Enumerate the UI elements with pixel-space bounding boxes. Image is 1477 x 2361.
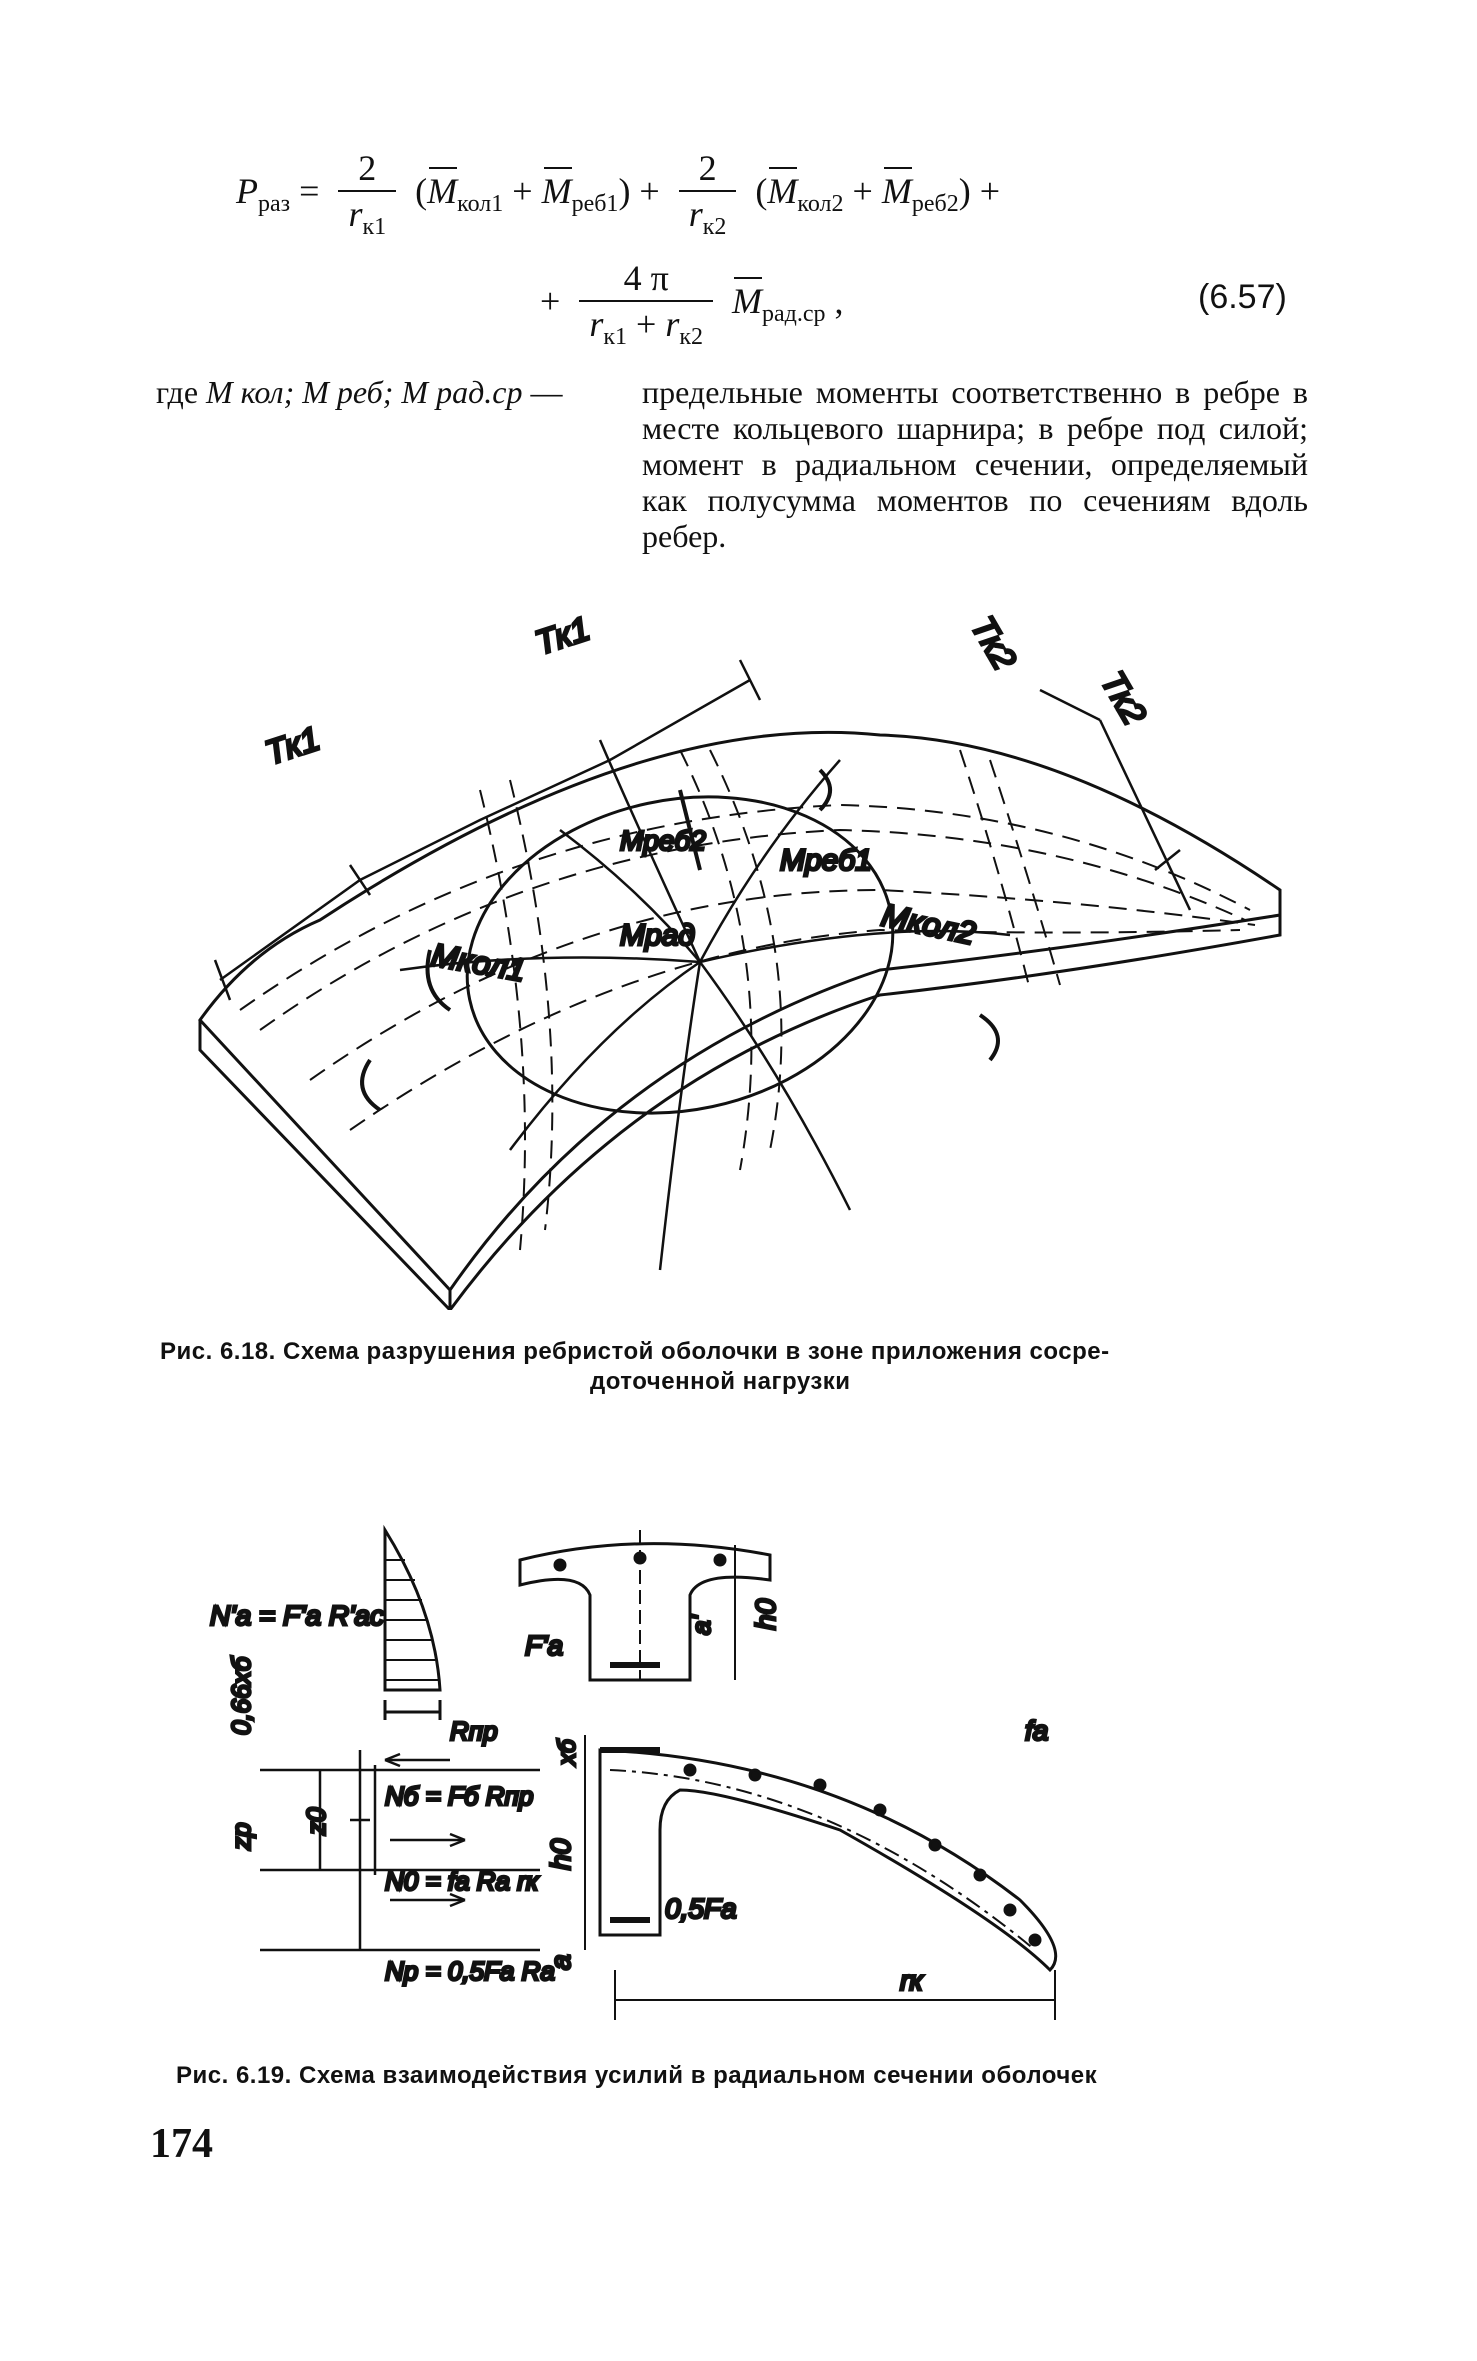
label-na-prime: N'a = F'a R'ac	[210, 1600, 384, 1631]
page-number: 174	[150, 2121, 213, 2167]
label-m-reb2: Mреб2	[620, 825, 706, 856]
label-np: Np = 0,5Fa Ra	[385, 1956, 555, 1986]
where-definition: предельные моменты соответственно в ребр…	[642, 374, 1308, 554]
shell-outline	[198, 730, 1282, 1293]
label-h0-mid: h0	[545, 1838, 576, 1870]
label-zp: zp	[226, 1823, 256, 1851]
shell-edge-right	[448, 915, 1282, 1310]
label-tk2-b: Тк2	[1093, 665, 1153, 731]
label-half-fa: 0,5Fa	[665, 1893, 737, 1924]
label-fa: fa	[1025, 1715, 1048, 1746]
label-tk1-a: Тк1	[531, 610, 595, 663]
t-section	[518, 1530, 772, 1682]
equation-number: (6.57)	[1198, 278, 1287, 316]
label-rk: rк	[900, 1965, 924, 1996]
label-xb: xб	[554, 1738, 581, 1766]
dim-tk2	[1098, 719, 1192, 911]
label-x066: 0,66xб	[226, 1655, 256, 1735]
label-m-rad: Mрад	[620, 919, 695, 952]
label-nb: Nб = Fб Rпр	[385, 1781, 533, 1811]
label-z0: z0	[301, 1807, 331, 1836]
dim-tk1	[219, 678, 751, 982]
figure-6-19-caption: Рис. 6.19. Схема взаимодействия усилий в…	[176, 2062, 1098, 2089]
shell-edge-front	[198, 1020, 452, 1310]
label-fa-prime: F'a	[525, 1630, 563, 1661]
load-arrow	[678, 789, 702, 871]
stress-diagram	[383, 1524, 442, 1720]
figure-6-18-shell-diagram: Тк1 Тк1 Тк2 Тк2 Mреб2 Mреб1 Mкол1 Mкол2 …	[198, 608, 1282, 1310]
where-prefix: где M кол; M реб; M рад.ср —	[156, 374, 563, 410]
label-tk2-a: Тк2	[963, 610, 1023, 676]
label-h0-top: h0	[750, 1598, 781, 1630]
defined-symbols: M кол; M реб; M рад.ср	[206, 374, 523, 410]
label-n0: N0 = fa Ra rк	[385, 1866, 540, 1896]
curved-rib	[584, 1735, 1058, 2020]
label-tk1-b: Тк1	[261, 720, 325, 773]
label-r-pr: Rпр	[450, 1716, 498, 1746]
figure-6-19-section-diagram: N'a = F'a R'ac Rпр 0,66xб zp z0 Nб = Fб …	[209, 1524, 1058, 2020]
label-m-reb1: Mреб1	[780, 844, 872, 877]
eq-lhs: P	[236, 170, 258, 211]
figure-6-18-caption-line-1: Рис. 6.18. Схема разрушения ребристой об…	[160, 1338, 1110, 1365]
label-a: a	[545, 1954, 576, 1970]
figure-6-18-caption-line-2: доточенной нагрузки	[590, 1368, 851, 1395]
label-m-kol1: Mкол1	[429, 936, 529, 988]
label-a-prime: a'	[686, 1615, 716, 1635]
